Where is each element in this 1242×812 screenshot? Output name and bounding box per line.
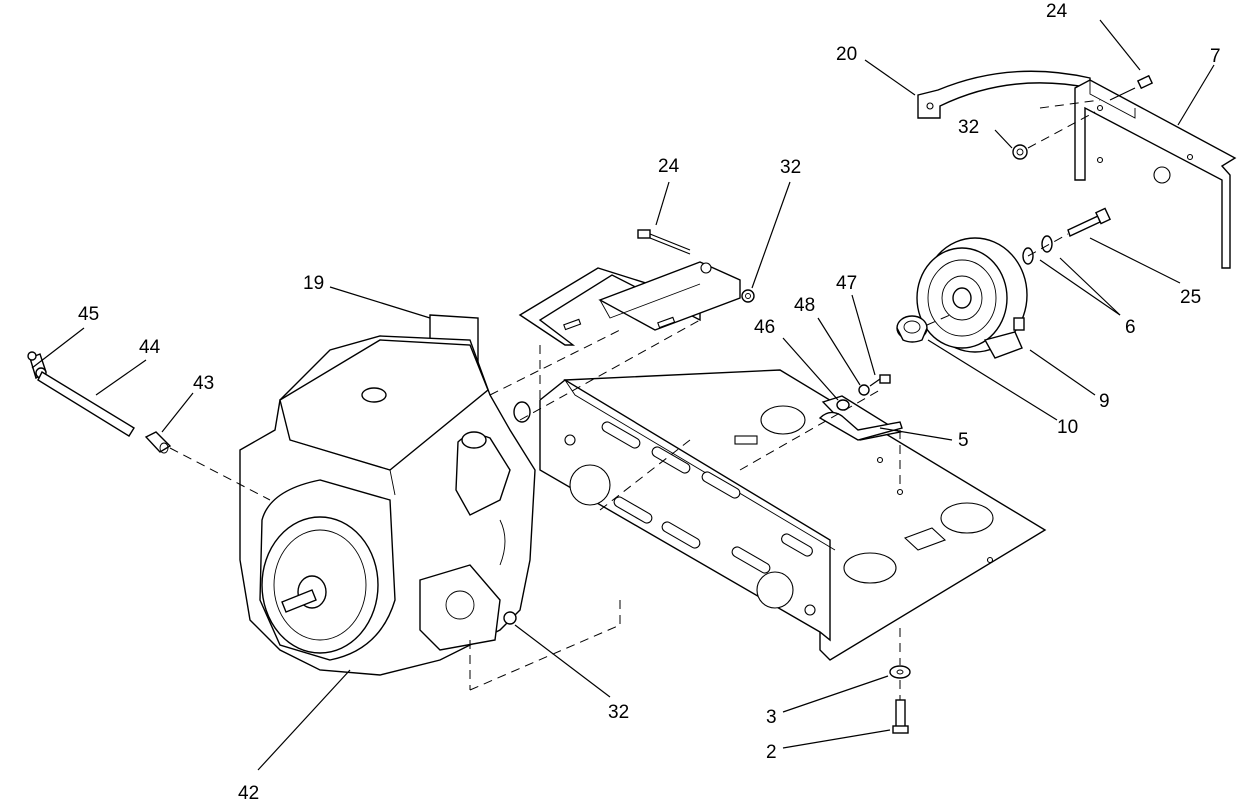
callout-48: 48 [794, 295, 815, 316]
callout-44: 44 [139, 337, 161, 358]
callout-10: 10 [1057, 417, 1078, 438]
callout-24-mid: 24 [658, 156, 680, 177]
callout-6: 6 [1125, 317, 1136, 338]
curved-bracket-part [917, 70, 1091, 119]
callout-2: 2 [766, 742, 777, 763]
long-bolt-part [1067, 207, 1111, 237]
small-bolt-part [637, 229, 691, 255]
callout-20: 20 [836, 44, 857, 65]
callout-7: 7 [1210, 46, 1221, 67]
bolt-part [1109, 74, 1154, 101]
mounting-plate-part [1074, 79, 1237, 269]
assembly-guide-lines [169, 314, 951, 700]
drain-tube-part [37, 371, 135, 437]
bottom-washer-part [889, 665, 911, 679]
adapter-fitting-part [144, 431, 172, 454]
callout-32-top: 32 [958, 117, 979, 138]
callout-32-bottom: 32 [608, 702, 629, 723]
leader-lines [31, 19, 1215, 771]
callout-32-mid: 32 [780, 157, 801, 178]
callout-9: 9 [1099, 391, 1110, 412]
hex-nut-part [741, 289, 755, 303]
washer-part [836, 399, 850, 411]
callout-46: 46 [754, 317, 775, 338]
callout-24-top: 24 [1046, 1, 1068, 22]
nut-part [1012, 144, 1028, 160]
hex-bolt-part [869, 374, 891, 387]
callout-43: 43 [193, 373, 214, 394]
callout-19: 19 [303, 273, 324, 294]
bottom-bolt-part [892, 699, 909, 734]
callout-42: 42 [238, 783, 259, 804]
callout-3: 3 [766, 707, 777, 728]
washers-part [1022, 235, 1053, 265]
chassis-frame-part [539, 369, 1047, 661]
callout-45: 45 [78, 304, 99, 325]
electric-clutch-part [916, 237, 1028, 359]
engine-mount-bracket-part [518, 261, 741, 346]
callout-25: 25 [1180, 287, 1201, 308]
callout-5: 5 [958, 430, 969, 451]
spacer-part [896, 315, 928, 343]
callout-labels: 24 20 7 32 24 32 19 25 6 47 48 45 44 46 … [78, 1, 1221, 804]
callout-47: 47 [836, 273, 857, 294]
small-nut-part [858, 384, 870, 396]
engine-part [239, 335, 536, 676]
